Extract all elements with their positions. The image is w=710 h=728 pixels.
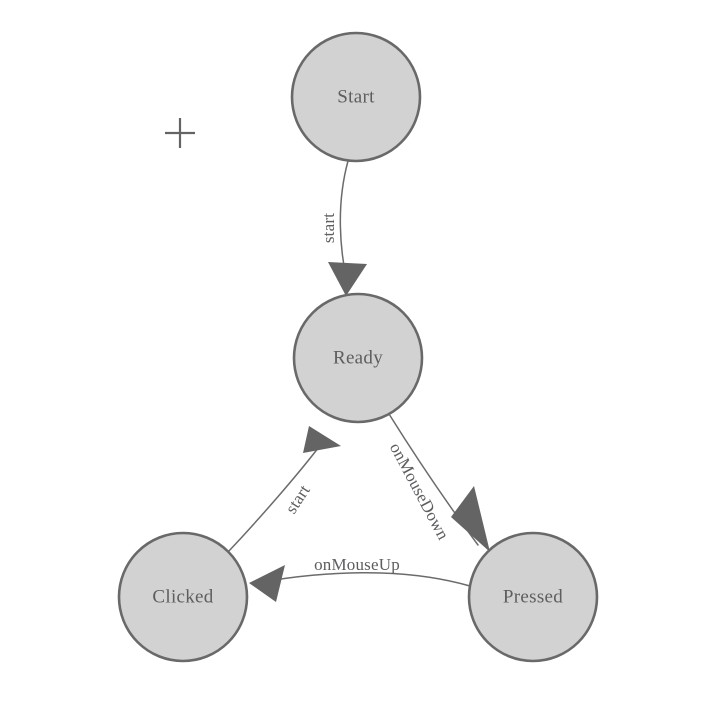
node-pressed[interactable]: Pressed	[467, 531, 599, 663]
node-label-ready: Ready	[333, 347, 383, 368]
edge-label-ready-to-pressed: onMouseDown	[386, 440, 453, 544]
markers-layer	[165, 118, 195, 148]
node-circle-ready[interactable]	[292, 292, 424, 424]
node-label-pressed: Pressed	[503, 586, 563, 607]
node-start[interactable]: Start	[290, 31, 422, 163]
edge-start-to-ready[interactable]: start	[319, 160, 367, 296]
edge-line-clicked-to-ready[interactable]	[227, 442, 323, 553]
arrowhead-icon-clicked-to-ready	[303, 426, 341, 453]
edge-line-pressed-to-clicked[interactable]	[261, 572, 471, 587]
node-ready[interactable]: Ready	[292, 292, 424, 424]
node-circle-clicked[interactable]	[117, 531, 249, 663]
arrowhead-icon-pressed-to-clicked	[249, 565, 285, 602]
node-clicked[interactable]: Clicked	[117, 531, 249, 663]
edge-line-ready-to-pressed[interactable]	[388, 413, 479, 546]
edge-ready-to-pressed[interactable]: onMouseDown	[386, 413, 490, 552]
node-label-clicked: Clicked	[152, 586, 213, 607]
node-circle-pressed[interactable]	[467, 531, 599, 663]
node-circle-start[interactable]	[290, 31, 422, 163]
edge-label-start-to-ready: start	[319, 213, 338, 243]
edge-label-pressed-to-clicked: onMouseUp	[314, 555, 400, 574]
edge-clicked-to-ready[interactable]: start	[227, 426, 341, 553]
arrowhead-icon-start-to-ready	[328, 262, 367, 296]
arrowhead-icon-ready-to-pressed	[451, 486, 490, 552]
edge-pressed-to-clicked[interactable]: onMouseUp	[249, 555, 471, 602]
node-label-start: Start	[337, 86, 375, 107]
crosshair-marker	[165, 118, 195, 148]
